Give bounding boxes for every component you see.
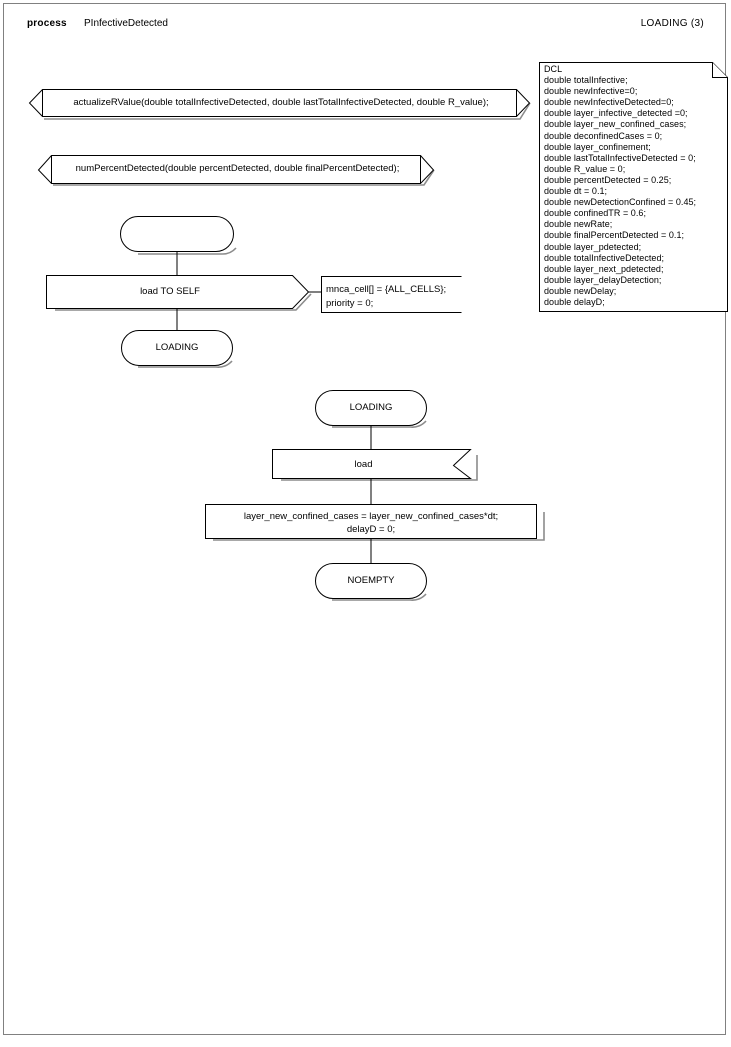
state-label-noempty: NOEMPTY [347, 575, 395, 586]
task-symbol-confined-cases[interactable] [205, 504, 545, 541]
output-symbol-load-to-self[interactable] [46, 275, 312, 311]
page-number-label: LOADING (3) [640, 18, 704, 29]
declaration-box-text: DCL double totalInfective; double newInf… [544, 64, 697, 307]
diagram-name-label: PInfectiveDetected [84, 18, 168, 29]
procedure-symbol-numpercentdetected[interactable] [37, 155, 435, 186]
start-symbol[interactable] [120, 216, 237, 255]
state-symbol-loading-1[interactable] [121, 330, 233, 368]
state-symbol-noempty[interactable] [315, 563, 427, 601]
input-symbol-load[interactable] [272, 449, 478, 481]
procedure-label-actualizervalue: actualizeRValue(double totalInfectiveDet… [73, 97, 489, 108]
state-label-loading-1: LOADING [155, 342, 199, 353]
comment-label-mnca-cell: mnca_cell[] = {ALL_CELLS}; priority = 0; [326, 284, 447, 309]
page-border [3, 3, 726, 1035]
procedure-symbol-actualizervalue[interactable] [28, 89, 531, 120]
comment-box-mnca-cell [321, 276, 462, 313]
state-symbol-loading-2[interactable] [315, 390, 427, 428]
procedure-label-numpercentdetected: numPercentDetected(double percentDetecte… [75, 163, 400, 174]
input-label-load: load [354, 459, 373, 470]
output-label-load-to-self: load TO SELF [140, 286, 200, 297]
declaration-box [539, 62, 728, 312]
state-label-loading-2: LOADING [349, 402, 393, 413]
diagram-kind-label: process [27, 18, 67, 29]
task-label-confined-cases: layer_new_confined_cases = layer_new_con… [243, 511, 499, 535]
